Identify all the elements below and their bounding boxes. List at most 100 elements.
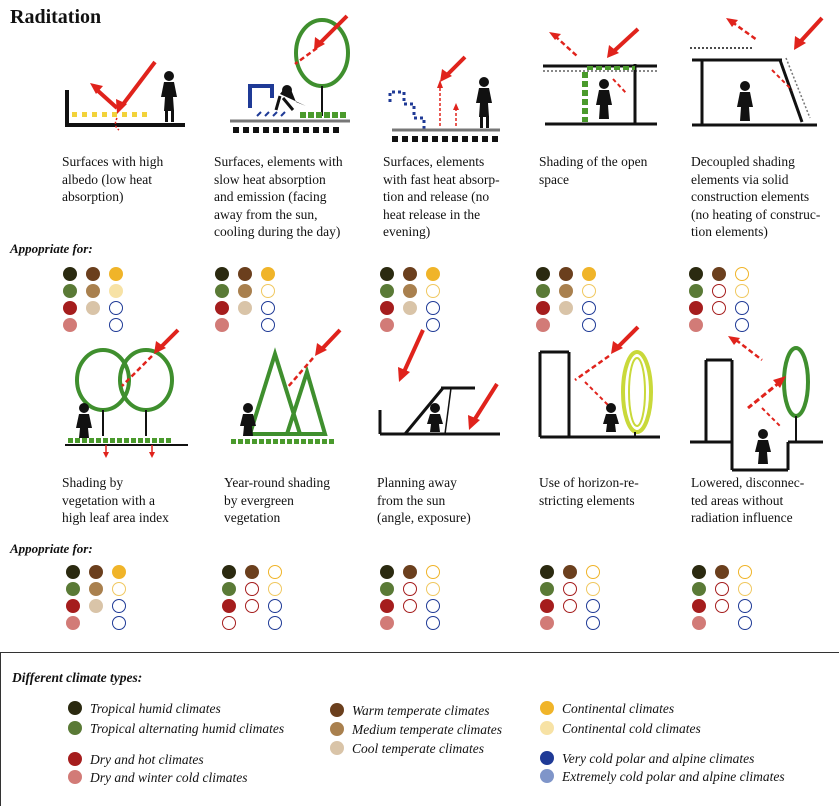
legend-swatch [330,741,344,755]
legend-title: Different climate types: [12,670,143,685]
suitability-dot-tropical-humid [380,267,394,281]
suitability-dot-warm-temperate [712,267,726,281]
suitability-dot-extremely-cold [261,318,275,332]
suitability-dot-dry-winter-cold [380,616,394,630]
legend-swatch [68,752,82,766]
suitability-dot-tropical-alt [380,582,394,596]
suitability-dot-cool-temperate [89,599,103,613]
legend-swatch [68,721,82,735]
suitability-dot-dry-hot [380,599,394,613]
suitability-dot-continental [268,565,282,579]
suitability-dot-continental [426,267,440,281]
suitability-dot-medium-temperate [245,582,259,596]
suitability-grid-fast-heat [380,267,442,335]
suitability-dot-warm-temperate [86,267,100,281]
suitability-dot-cool-temperate [563,599,577,613]
suitability-grid-lowered-areas [692,565,754,633]
legend-swatch [68,701,82,715]
suitability-dot-continental-cold [735,284,749,298]
illustration-decoupled-shading [690,16,824,127]
illustration-vegetation-shading [65,328,188,458]
legend-swatch [540,769,554,783]
suitability-dot-very-cold [582,301,596,315]
suitability-dot-extremely-cold [109,318,123,332]
suitability-dot-cool-temperate [403,599,417,613]
suitability-dot-tropical-humid [222,565,236,579]
suitability-dot-continental [738,565,752,579]
suitability-dot-medium-temperate [403,284,417,298]
suitability-dot-warm-temperate [245,565,259,579]
suitability-grid-shading-open-space [536,267,598,335]
suitability-dot-extremely-cold [426,616,440,630]
suitability-dot-dry-winter-cold [380,318,394,332]
suitability-dot-dry-hot [215,301,229,315]
suitability-dot-extremely-cold [426,318,440,332]
suitability-dot-tropical-humid [215,267,229,281]
suitability-grid-evergreen-shading [222,565,284,633]
suitability-dot-medium-temperate [715,582,729,596]
suitability-dot-very-cold [735,301,749,315]
suitability-dot-extremely-cold [268,616,282,630]
suitability-dot-extremely-cold [582,318,596,332]
illustration-shading-open-space [543,27,657,126]
suitability-dot-medium-temperate [563,582,577,596]
legend-item-cool-temperate: Cool temperate climates [330,741,484,757]
legend-item-continental-cold: Continental cold climates [540,721,701,737]
suitability-dot-dry-winter-cold [63,318,77,332]
suitability-dot-cool-temperate [559,301,573,315]
suitability-dot-tropical-alt [215,284,229,298]
appropriate-label-row1: Appopriate for: [10,241,93,256]
legend-item-very-cold: Very cold polar and alpine climates [540,751,754,767]
suitability-grid-high-albedo [63,267,125,335]
suitability-dot-continental-cold [582,284,596,298]
suitability-dot-medium-temperate [238,284,252,298]
legend-swatch [330,722,344,736]
suitability-dot-very-cold [738,599,752,613]
legend-swatch [540,701,554,715]
suitability-dot-tropical-alt [692,582,706,596]
suitability-dot-dry-hot [689,301,703,315]
suitability-dot-cool-temperate [86,301,100,315]
suitability-dot-tropical-alt [689,284,703,298]
suitability-dot-cool-temperate [238,301,252,315]
legend-swatch [330,703,344,717]
legend-item-dry-hot: Dry and hot climates [68,752,204,768]
suitability-dot-cool-temperate [245,599,259,613]
suitability-grid-slow-heat [215,267,277,335]
suitability-dot-warm-temperate [559,267,573,281]
suitability-dot-medium-temperate [403,582,417,596]
suitability-dot-dry-winter-cold [66,616,80,630]
suitability-dot-dry-winter-cold [536,318,550,332]
suitability-dot-warm-temperate [403,267,417,281]
illustration-fast-heat [388,55,500,142]
suitability-dot-cool-temperate [712,301,726,315]
suitability-dot-continental-cold [268,582,282,596]
suitability-grid-decoupled-shading [689,267,751,335]
suitability-dot-tropical-humid [66,565,80,579]
suitability-dot-very-cold [586,599,600,613]
suitability-dot-tropical-humid [380,565,394,579]
suitability-dot-cool-temperate [403,301,417,315]
suitability-dot-continental-cold [426,582,440,596]
suitability-dot-tropical-humid [540,565,554,579]
suitability-dot-medium-temperate [559,284,573,298]
suitability-grid-horizon-restricting [540,565,602,633]
illustration-planning-away [378,329,500,436]
suitability-dot-warm-temperate [563,565,577,579]
legend-item-dry-winter-cold: Dry and winter cold climates [68,770,247,786]
suitability-dot-dry-hot [536,301,550,315]
suitability-dot-dry-hot [63,301,77,315]
suitability-dot-dry-hot [540,599,554,613]
legend-item-extremely-cold: Extremely cold polar and alpine climates [540,769,785,785]
suitability-dot-warm-temperate [403,565,417,579]
illustration-slow-heat [230,14,350,133]
suitability-dot-tropical-alt [380,284,394,298]
suitability-dot-tropical-humid [689,267,703,281]
suitability-dot-continental-cold [109,284,123,298]
